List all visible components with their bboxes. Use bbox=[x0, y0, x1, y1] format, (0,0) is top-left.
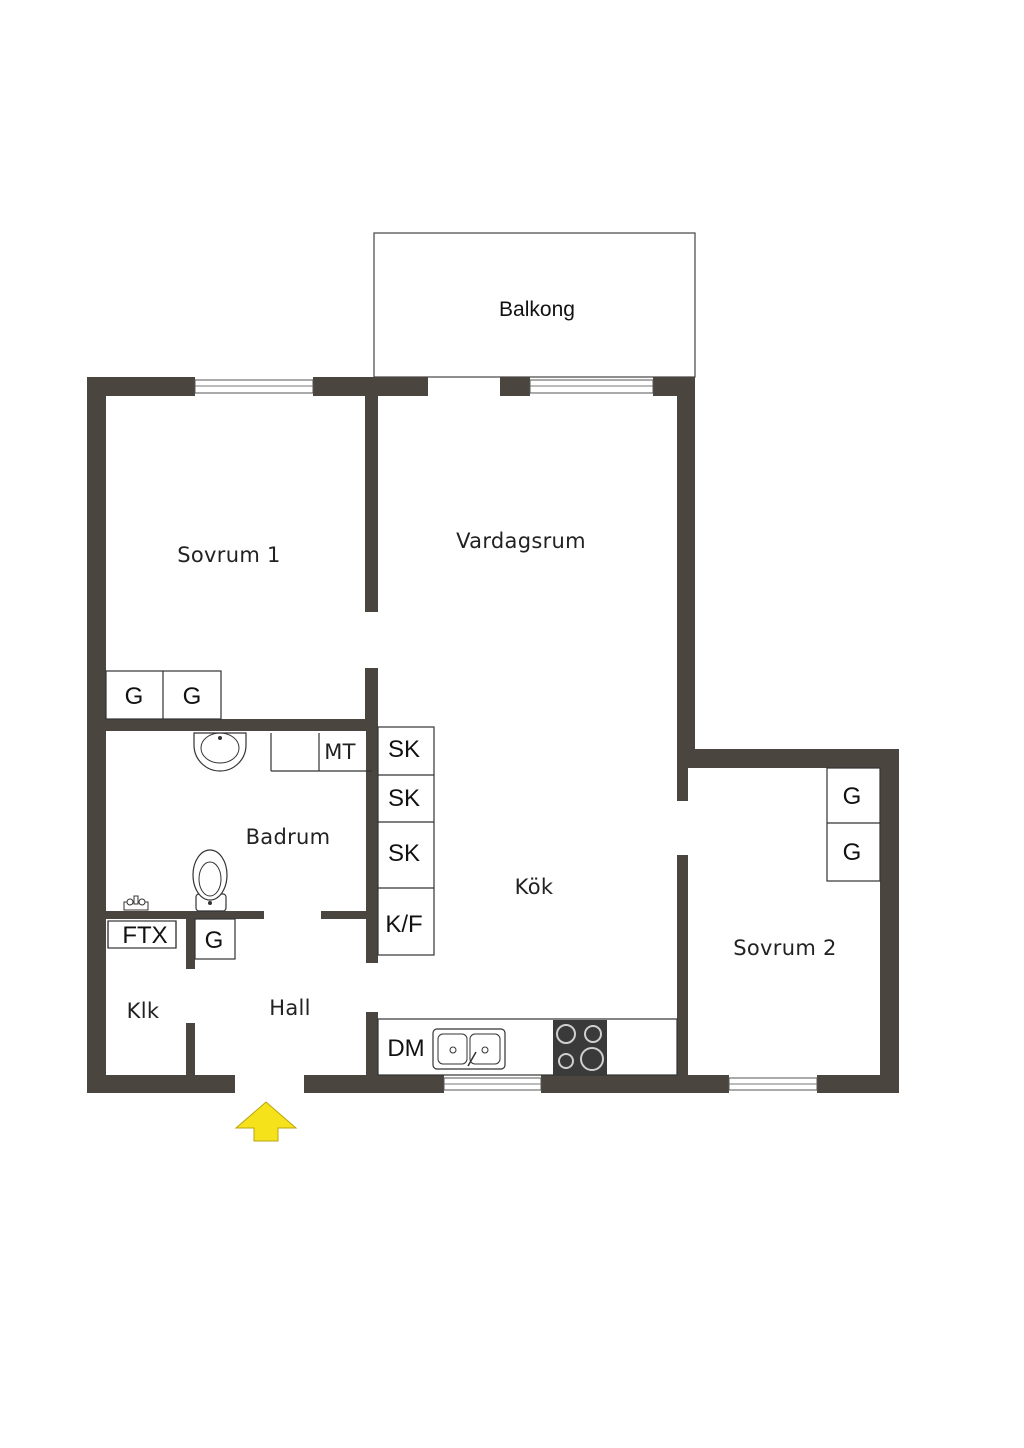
wall-kok-sovrum2-upper bbox=[677, 768, 688, 801]
wall-sovrum1-right-lower bbox=[365, 668, 378, 731]
fixture-label-g: G bbox=[183, 683, 202, 710]
fixture-label-ftx: FTX bbox=[122, 922, 167, 949]
wall-top-3 bbox=[500, 377, 530, 396]
room-label-sovrum2: Sovrum 2 bbox=[733, 936, 836, 960]
wall-sovrum2-top bbox=[677, 749, 899, 768]
wall-sovrum1-right-upper bbox=[365, 396, 378, 612]
wardrobe-sovrum2 bbox=[826, 767, 881, 882]
room-label-vardagsrum: Vardagsrum bbox=[456, 529, 586, 553]
wall-kok-sovrum2-lower bbox=[677, 855, 688, 1080]
balcony-outline bbox=[373, 232, 696, 378]
wall-bottom-3 bbox=[541, 1075, 729, 1093]
wall-kitchen-bottom-left bbox=[366, 1012, 378, 1078]
room-label-hall: Hall bbox=[269, 996, 311, 1020]
fixture-label-sk: SK bbox=[388, 736, 420, 763]
fixture-label-g: G bbox=[843, 783, 862, 810]
kitchen-tall-units bbox=[377, 726, 435, 956]
toilet-icon bbox=[192, 849, 228, 912]
walls bbox=[87, 377, 899, 1093]
room-label-klk: Klk bbox=[127, 999, 160, 1023]
wall-badrum-bottom-left bbox=[106, 911, 264, 919]
wardrobe-hall bbox=[194, 918, 236, 960]
wall-top-2 bbox=[313, 377, 428, 396]
fixture-label-g: G bbox=[125, 683, 144, 710]
fixture-label-g: G bbox=[843, 839, 862, 866]
windows bbox=[194, 379, 818, 1091]
wall-badrum-bottom-right bbox=[321, 911, 371, 919]
sink-icon bbox=[432, 1028, 506, 1070]
kitchen-counter bbox=[377, 1018, 678, 1076]
wall-bottom-1 bbox=[87, 1075, 235, 1093]
wall-klk-upper bbox=[186, 919, 195, 969]
stove-icon bbox=[553, 1020, 607, 1075]
fixture-label-sk: SK bbox=[388, 785, 420, 812]
wall-badrum-top bbox=[106, 719, 378, 731]
washbasin-icon bbox=[193, 732, 247, 772]
wall-right-upper bbox=[677, 377, 695, 767]
wall-right-outer bbox=[880, 749, 899, 1093]
wall-left bbox=[87, 377, 106, 1093]
wall-klk-lower bbox=[186, 1023, 195, 1078]
faucet-icon bbox=[123, 895, 149, 911]
fixture-label-mt: MT bbox=[324, 740, 356, 764]
wall-top-1 bbox=[87, 377, 195, 396]
fixture-label-kf: K/F bbox=[385, 911, 422, 938]
wall-bottom-4 bbox=[817, 1075, 899, 1093]
wall-badrum-right bbox=[366, 731, 378, 963]
entrance-arrow-icon bbox=[234, 1101, 298, 1142]
fixture-label-g: G bbox=[205, 927, 224, 954]
washing-machine-mt bbox=[270, 733, 372, 772]
room-label-balkong: Balkong bbox=[499, 298, 575, 321]
room-label-sovrum1: Sovrum 1 bbox=[177, 543, 280, 567]
fixture-label-dm: DM bbox=[387, 1035, 424, 1062]
wall-bottom-2 bbox=[304, 1075, 444, 1093]
room-label-kok: Kök bbox=[515, 875, 554, 899]
room-label-badrum: Badrum bbox=[246, 825, 331, 849]
fixture-label-sk: SK bbox=[388, 840, 420, 867]
